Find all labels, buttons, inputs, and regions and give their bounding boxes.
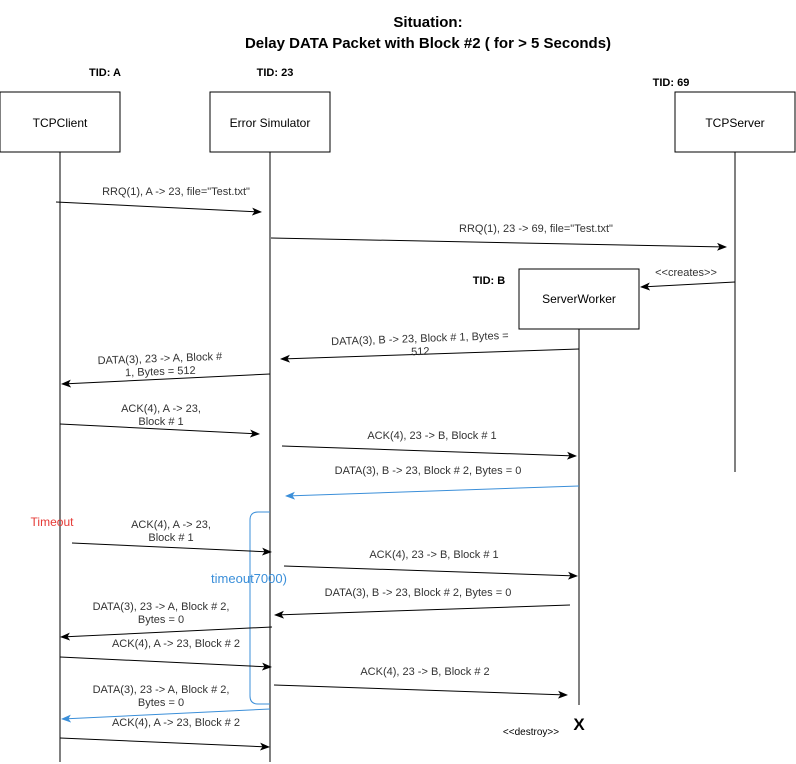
- participant-server-label: TCPServer: [705, 116, 764, 130]
- message-label-7: ACK(4), 23 -> B, Block # 1: [367, 430, 496, 442]
- message-label-16: ACK(4), A -> 23, Block # 2: [112, 717, 240, 729]
- participant-worker: ServerWorker: [518, 268, 640, 330]
- message-arrow-11: [274, 604, 571, 619]
- participant-worker-label: ServerWorker: [542, 292, 616, 306]
- message-arrow-3: [640, 281, 736, 291]
- destroy-label: <<destroy>>: [503, 727, 559, 738]
- participant-simulator-label: Error Simulator: [230, 116, 311, 130]
- message-arrow-9: [71, 542, 272, 556]
- message-arrow-10: [283, 565, 578, 580]
- message-arrow-14: [273, 684, 568, 699]
- message-label-5: DATA(3), 23 -> A, Block #1, Bytes = 512: [97, 351, 223, 380]
- title-line-2: Delay DATA Packet with Block #2 ( for > …: [245, 35, 611, 52]
- message-arrow-16: [59, 737, 270, 751]
- destroy-mark: X: [573, 715, 585, 734]
- message-label-8: DATA(3), B -> 23, Block # 2, Bytes = 0: [335, 465, 522, 477]
- tid-simulator: TID: 23: [257, 67, 294, 79]
- message-label-12: DATA(3), 23 -> A, Block # 2,Bytes = 0: [93, 601, 230, 626]
- message-label-13: ACK(4), A -> 23, Block # 2: [112, 638, 240, 650]
- timeout-label: Timeout: [31, 515, 75, 529]
- message-label-14: ACK(4), 23 -> B, Block # 2: [360, 666, 489, 678]
- tid-server: TID: 69: [653, 77, 690, 89]
- timeout-bracket-label: timeout7000): [211, 571, 287, 586]
- tid-client: TID: A: [89, 67, 121, 79]
- participant-client-label: TCPClient: [33, 116, 88, 130]
- message-arrow-8: [285, 485, 580, 500]
- participant-server: TCPServer: [674, 91, 796, 153]
- message-arrow-6: [59, 423, 260, 438]
- message-label-15: DATA(3), 23 -> A, Block # 2,Bytes = 0: [93, 684, 230, 709]
- title-line-1: Situation:: [393, 14, 462, 31]
- message-arrow-1: [55, 201, 262, 216]
- message-arrow-13: [59, 656, 272, 671]
- message-label-11: DATA(3), B -> 23, Block # 2, Bytes = 0: [325, 587, 512, 599]
- message-arrow-5: [61, 373, 271, 388]
- message-arrow-4: [280, 348, 580, 363]
- participant-client: TCPClient: [0, 91, 121, 153]
- message-list: RRQ(1), A -> 23, file="Test.txt" RRQ(1), …: [55, 186, 736, 751]
- message-label-3: <<creates>>: [655, 267, 717, 279]
- timeout-bracket: [249, 511, 270, 705]
- message-arrow-2: [270, 237, 727, 251]
- message-label-6: ACK(4), A -> 23,Block # 1: [121, 403, 201, 428]
- tid-worker: TID: B: [473, 275, 505, 287]
- message-label-1: RRQ(1), A -> 23, file="Test.txt": [102, 186, 250, 198]
- message-label-9: ACK(4), A -> 23,Block # 1: [131, 519, 211, 544]
- message-label-10: ACK(4), 23 -> B, Block # 1: [369, 549, 498, 561]
- message-label-2: RRQ(1), 23 -> 69, file="Test.txt": [459, 223, 613, 235]
- message-arrow-7: [281, 445, 577, 460]
- message-arrow-15: [61, 708, 271, 723]
- participant-simulator: Error Simulator: [209, 91, 331, 153]
- message-arrow-12: [60, 626, 273, 641]
